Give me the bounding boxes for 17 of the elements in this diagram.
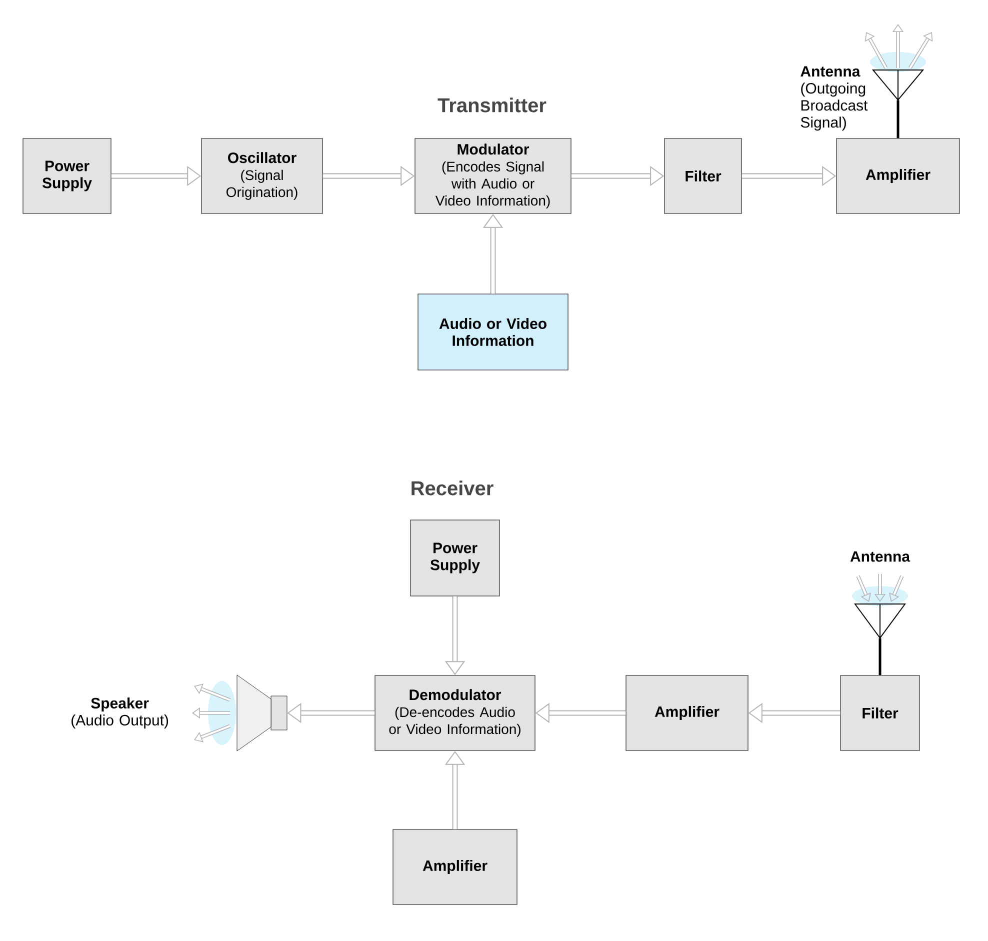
symbol-label: Antenna (Outgoing Broadcast Signal)	[800, 66, 868, 131]
section-heading: Receiver	[412, 480, 494, 496]
symbol-label: Speaker (Audio Output)	[72, 698, 168, 728]
block-box: Amplifier	[626, 675, 748, 751]
block-box: Filter	[664, 138, 742, 214]
block-box: Modulator (Encodes Signal with Audio or Video Information)	[414, 138, 572, 214]
symbol-label: Antenna	[850, 551, 910, 562]
block-box: Power Supply	[410, 520, 500, 596]
section-heading: Transmitter	[438, 98, 546, 112]
block-box: Oscillator (Signal Origination)	[201, 138, 323, 214]
block-box: Filter	[840, 675, 920, 751]
block-box: Demodulator (De-encodes Audio or Video Information)	[374, 675, 536, 751]
block-box: Audio or Video Information	[418, 294, 568, 370]
block-box: Amplifier	[836, 138, 960, 214]
block-box: Amplifier	[392, 829, 518, 905]
speaker-symbol	[236, 674, 288, 752]
block-box: Power Supply	[22, 138, 112, 214]
